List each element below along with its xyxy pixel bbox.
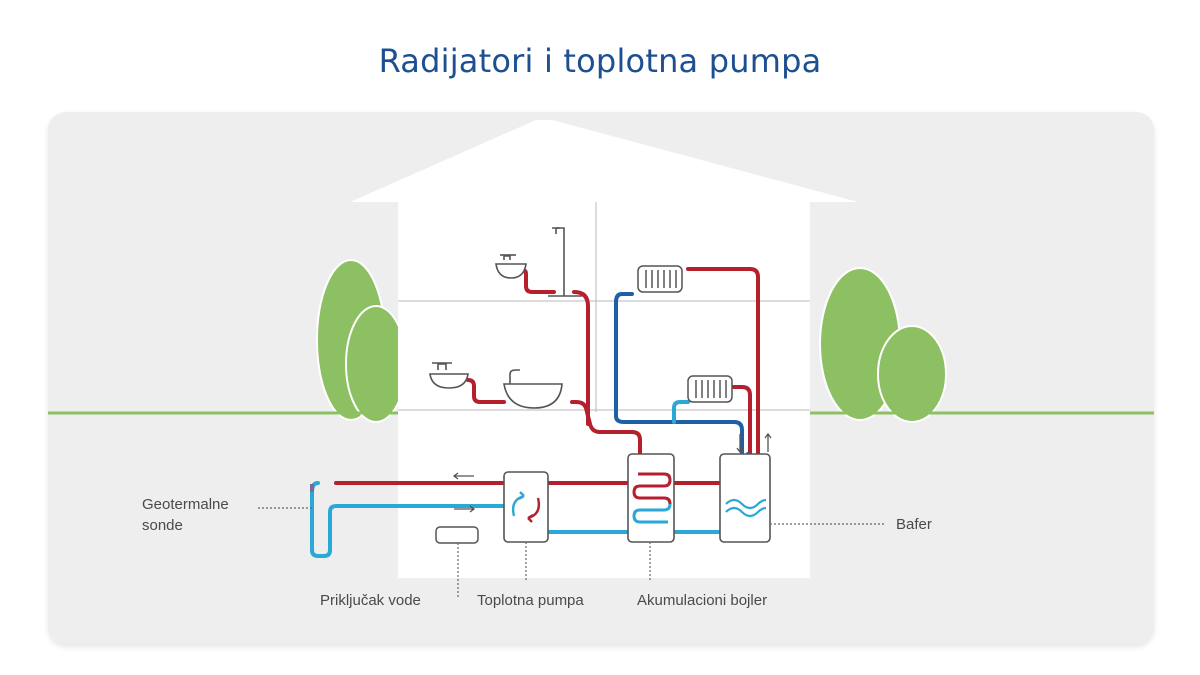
storage-boiler-icon [627, 453, 675, 543]
radiator-icon [687, 375, 733, 403]
diagram-panel: Geotermalne sonde Bafer Priključak vode … [48, 112, 1154, 644]
label-buffer: Bafer [896, 516, 932, 533]
flow-arrows [452, 432, 772, 513]
page-title: Radijatori i toplotna pumpa [378, 42, 822, 80]
heat-pump-icon [503, 471, 549, 543]
radiator-icon [637, 265, 683, 293]
washbasin-icon [429, 362, 469, 389]
tree-icon [316, 259, 407, 423]
label-leaders [258, 507, 884, 598]
washbasin-icon [495, 254, 527, 279]
bathtub-icon [503, 369, 563, 409]
label-geothermal-probes-line2: sonde [142, 517, 183, 534]
label-water-connection: Priključak vode [320, 592, 421, 609]
water-connection-icon [435, 526, 479, 544]
label-heat-pump: Toplotna pumpa [477, 592, 584, 609]
tree-icon [819, 267, 947, 423]
house [350, 120, 858, 578]
buffer-tank-icon [719, 453, 771, 543]
heating-diagram [48, 120, 1154, 598]
shower-icon [548, 227, 582, 297]
label-storage-boiler: Akumulacioni bojler [637, 592, 768, 609]
label-geothermal-probes-line1: Geotermalne [142, 496, 229, 513]
